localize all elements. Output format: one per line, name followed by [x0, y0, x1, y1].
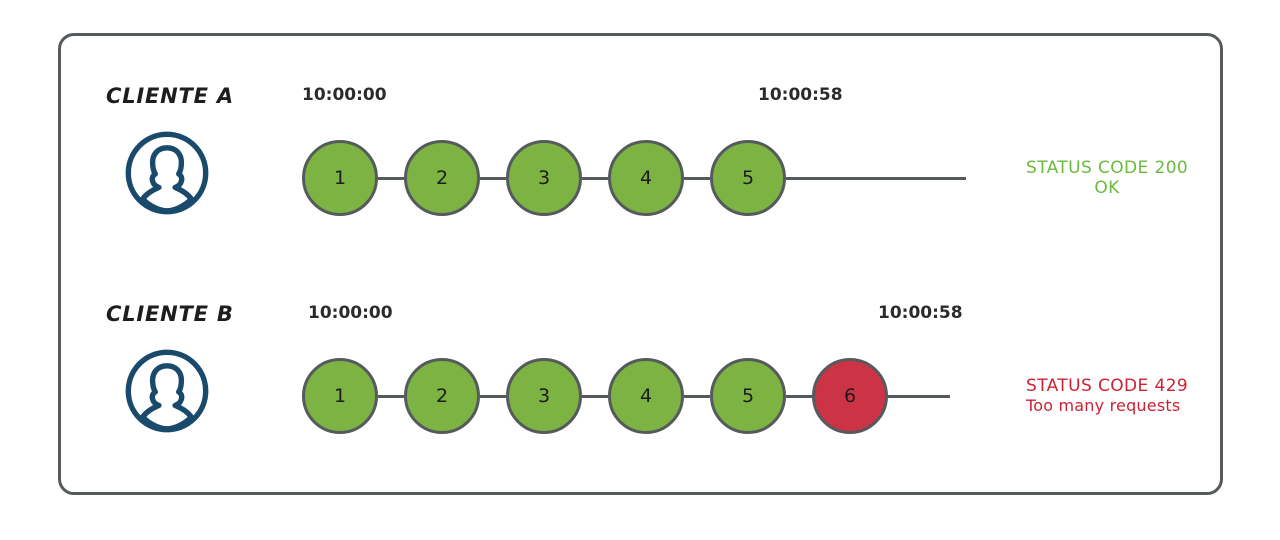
- timestamp-end-b: 10:00:58: [878, 303, 963, 323]
- client-label-a: CLIENTE A: [106, 84, 234, 108]
- chain-link: [684, 394, 710, 398]
- user-avatar-icon: [118, 346, 216, 436]
- request-chain-b: 1 2 3 4 5 6: [302, 358, 950, 434]
- request-node[interactable]: 2: [404, 358, 480, 434]
- status-message-text: Too many requests: [1026, 396, 1181, 415]
- chain-tail-link: [786, 176, 966, 180]
- status-badge-a: STATUS CODE 200 OK: [1026, 158, 1188, 198]
- request-node[interactable]: 4: [608, 140, 684, 216]
- request-node[interactable]: 3: [506, 358, 582, 434]
- client-label-b: CLIENTE B: [106, 302, 234, 326]
- chain-link: [480, 176, 506, 180]
- chain-tail-link: [888, 394, 950, 398]
- chain-link: [582, 394, 608, 398]
- request-node-rejected[interactable]: 6: [812, 358, 888, 434]
- user-avatar-icon: [118, 128, 216, 218]
- request-node[interactable]: 5: [710, 358, 786, 434]
- chain-link: [480, 394, 506, 398]
- request-node[interactable]: 4: [608, 358, 684, 434]
- status-message-text: OK: [1094, 178, 1120, 198]
- timestamp-start-b: 10:00:00: [308, 303, 393, 323]
- request-chain-a: 1 2 3 4 5: [302, 140, 966, 216]
- status-code-text: STATUS CODE 200: [1026, 158, 1189, 178]
- timestamp-start-a: 10:00:00: [302, 85, 387, 105]
- chain-link: [582, 176, 608, 180]
- request-node[interactable]: 1: [302, 140, 378, 216]
- chain-link: [378, 176, 404, 180]
- timestamp-end-a: 10:00:58: [758, 85, 843, 105]
- request-node[interactable]: 3: [506, 140, 582, 216]
- chain-link: [786, 394, 812, 398]
- chain-link: [684, 176, 710, 180]
- chain-link: [378, 394, 404, 398]
- status-badge-b: STATUS CODE 429 Too many requests: [1026, 376, 1188, 415]
- status-code-text: STATUS CODE 429: [1026, 376, 1189, 396]
- request-node[interactable]: 5: [710, 140, 786, 216]
- request-node[interactable]: 1: [302, 358, 378, 434]
- request-node[interactable]: 2: [404, 140, 480, 216]
